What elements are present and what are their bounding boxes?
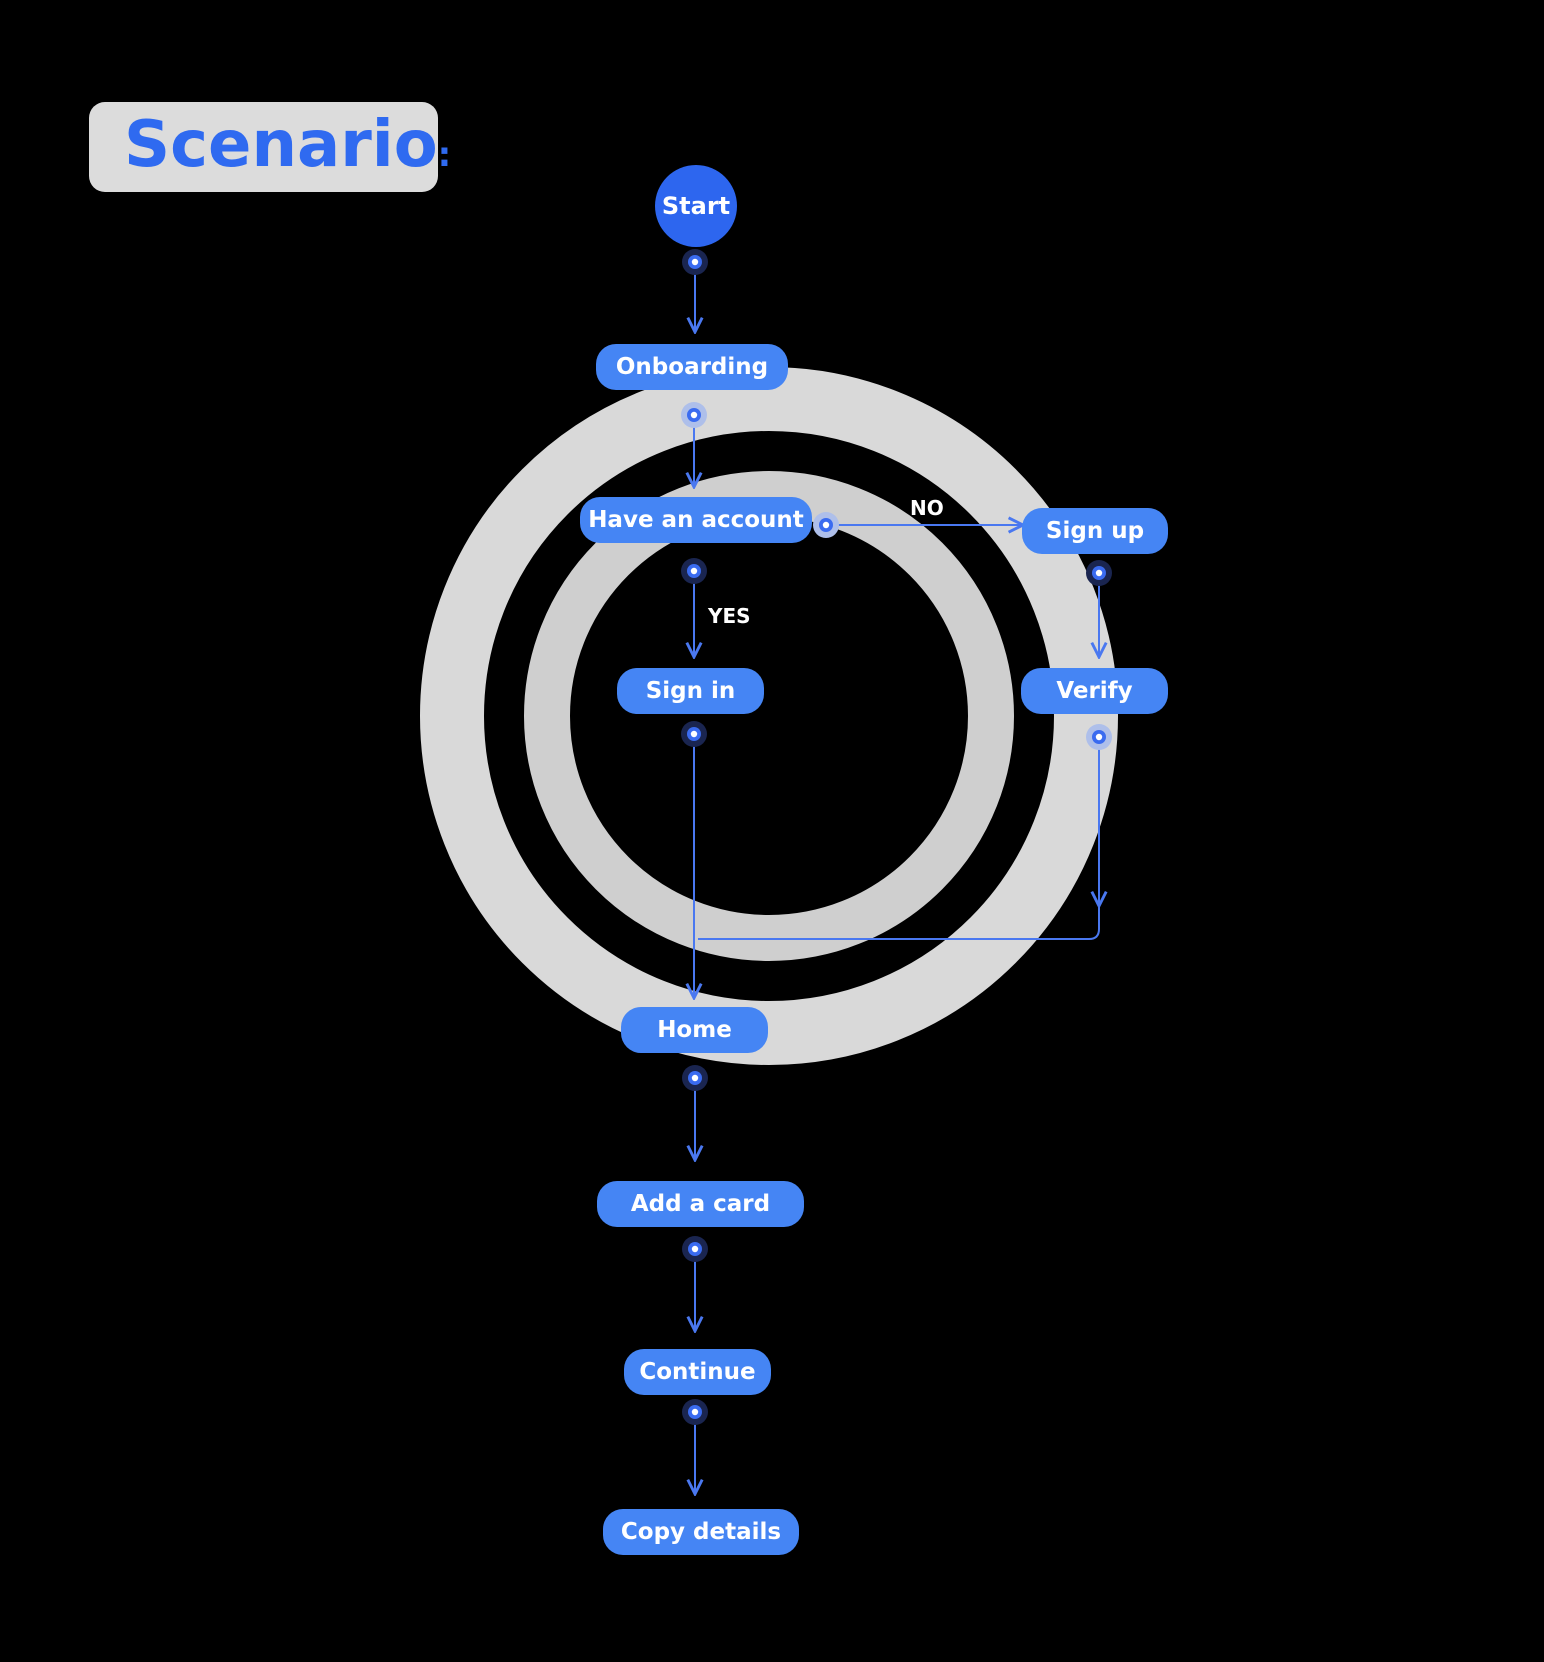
- port-home-out: [682, 1065, 708, 1091]
- node-continue[interactable]: Continue: [624, 1349, 771, 1395]
- node-home[interactable]: Home: [621, 1007, 768, 1053]
- port-signup-out: [1086, 560, 1112, 586]
- edge-label-yes: YES: [708, 604, 751, 628]
- node-sign-up[interactable]: Sign up: [1022, 508, 1168, 554]
- port-account-no: [813, 512, 839, 538]
- edge-label-no: NO: [910, 496, 944, 520]
- ports-dark: [681, 249, 1112, 1425]
- port-start-out: [682, 249, 708, 275]
- port-continue-out: [682, 1399, 708, 1425]
- port-signin-out: [681, 721, 707, 747]
- inner-ring: [524, 471, 1014, 961]
- ports-light: [681, 402, 1112, 750]
- node-onboarding[interactable]: Onboarding: [596, 344, 788, 390]
- port-onboarding-out: [681, 402, 707, 428]
- port-addcard-out: [682, 1236, 708, 1262]
- edge-verify-merge: [698, 737, 1100, 940]
- node-verify[interactable]: Verify: [1021, 668, 1168, 714]
- node-start[interactable]: Start: [655, 165, 737, 247]
- title-card: [89, 102, 438, 192]
- page-title: Scenario:: [124, 108, 451, 182]
- node-have-account[interactable]: Have an account: [580, 497, 812, 543]
- title-colon: :: [437, 135, 452, 175]
- node-add-card[interactable]: Add a card: [597, 1181, 804, 1227]
- node-sign-in[interactable]: Sign in: [617, 668, 764, 714]
- node-copy-details[interactable]: Copy details: [603, 1509, 799, 1555]
- port-account-yes: [681, 558, 707, 584]
- title-word: Scenario: [124, 108, 438, 182]
- outer-ring: [420, 367, 1118, 1065]
- port-verify-out: [1086, 724, 1112, 750]
